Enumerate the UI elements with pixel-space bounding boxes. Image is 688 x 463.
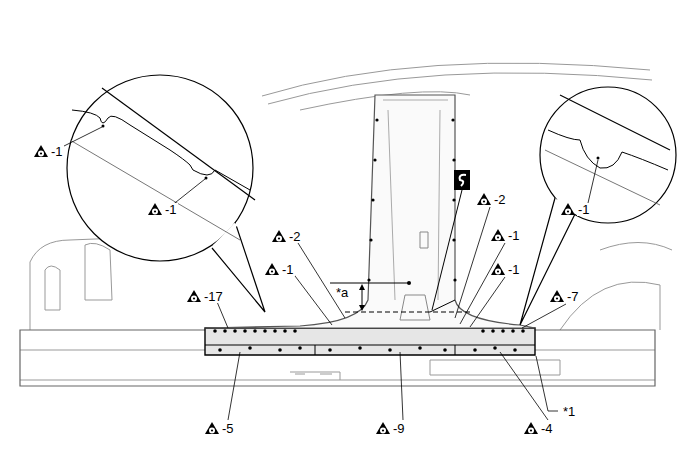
- callout-number: -1: [507, 263, 521, 276]
- reference-mark: *1: [562, 405, 576, 418]
- callout-number: -5: [221, 422, 235, 435]
- callout-number: -4: [540, 422, 554, 435]
- callout-number: -17: [203, 290, 224, 303]
- callout-number: -2: [288, 230, 302, 243]
- reference-mark: *a: [335, 286, 349, 299]
- callout-number: -1: [164, 203, 178, 216]
- callout-number: -2: [493, 193, 507, 206]
- callout-number: -1: [507, 229, 521, 242]
- callout-number: -1: [281, 263, 295, 276]
- callout-number: -1: [50, 145, 64, 158]
- callout-number: -1: [577, 203, 591, 216]
- callout-number: -7: [566, 290, 580, 303]
- callout-number: -9: [392, 422, 406, 435]
